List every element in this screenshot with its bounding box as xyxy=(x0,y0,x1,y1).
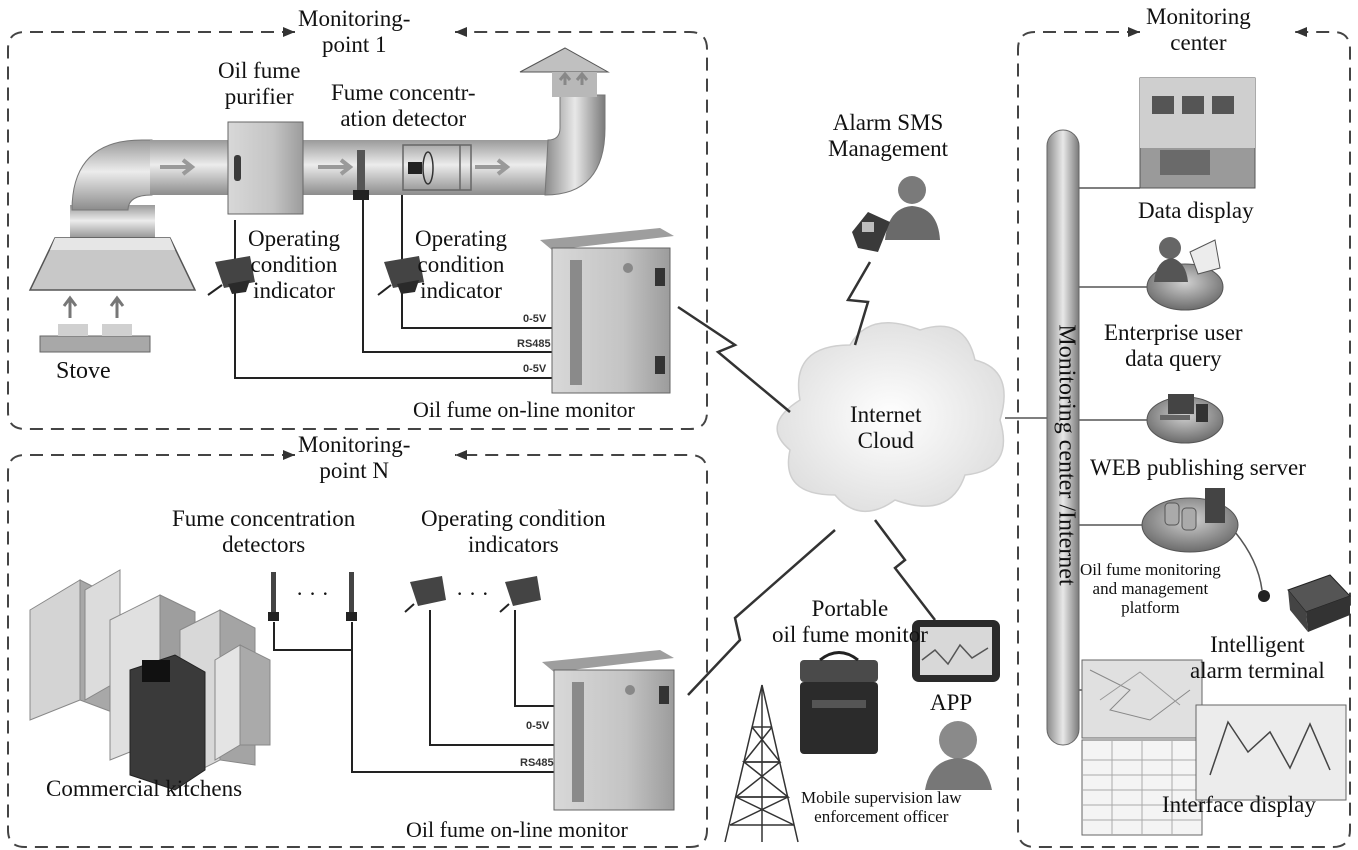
fume-concentration-detector xyxy=(353,144,472,200)
group-borders xyxy=(7,31,1351,848)
signal-label-2: RS485 xyxy=(517,338,551,350)
exhaust-hood xyxy=(28,205,197,291)
monitoring-center-title: Monitoring center xyxy=(1146,4,1251,55)
radio-tower xyxy=(724,684,799,843)
enterprise-query-label: Enterprise user data query xyxy=(1104,320,1243,371)
indicator-label-left: Operating condition indicator xyxy=(248,226,340,303)
fume-detectors-n xyxy=(268,572,357,621)
signal-label-n1: 0-5V xyxy=(526,720,550,732)
purifier-label: Oil fume purifier xyxy=(218,58,301,109)
border-monitoring-point-n xyxy=(7,454,708,848)
condition-indicator-1 xyxy=(207,256,255,296)
interface-display-label: Interface display xyxy=(1162,792,1316,817)
link-sms-cloud xyxy=(845,261,872,346)
internet-cloud-label: Internet Cloud xyxy=(850,402,922,453)
connector-lines-center xyxy=(1005,187,1263,691)
signal-label-3: 0-5V xyxy=(523,363,547,375)
indicators-label: Operating condition indicators xyxy=(421,506,606,557)
border-monitoring-point-1 xyxy=(7,31,708,430)
interface-display-screens xyxy=(1081,659,1347,836)
stove xyxy=(39,295,151,353)
condition-indicator-2 xyxy=(377,256,424,296)
ellipsis-indicators: · · · xyxy=(456,581,489,606)
web-server-icon xyxy=(1146,394,1224,444)
alarm-terminal-icon xyxy=(1258,574,1351,632)
app-label: APP xyxy=(930,690,973,715)
web-server-label: WEB publishing server xyxy=(1090,455,1306,480)
duct xyxy=(71,47,610,211)
alarm-sms-label: Alarm SMS Management xyxy=(828,110,949,161)
enterprise-query-icon xyxy=(1146,237,1224,311)
monitoring-point-1-title: Monitoring- point 1 xyxy=(298,6,411,57)
officer-icon xyxy=(925,721,992,790)
stove-label: Stove xyxy=(56,358,111,384)
wires-point-n xyxy=(273,610,567,773)
alarm-terminal-label: Intelligent alarm terminal xyxy=(1190,632,1325,683)
commercial-kitchens-buildings xyxy=(29,569,271,791)
online-monitor-n xyxy=(542,650,675,811)
link-portable-cloud xyxy=(687,529,836,696)
oil-fume-purifier xyxy=(227,121,304,215)
condition-indicators-n xyxy=(404,576,541,613)
online-monitor-label-1: Oil fume on-line monitor xyxy=(413,397,635,422)
wireless-links xyxy=(677,261,936,696)
online-monitor-label-n: Oil fume on-line monitor xyxy=(406,817,628,842)
alarm-sms-icon xyxy=(852,176,940,252)
link-monitor1-cloud xyxy=(677,305,791,413)
signal-label-n2: RS485 xyxy=(520,757,554,769)
data-display-room xyxy=(1139,77,1256,189)
kitchens-label: Commercial kitchens xyxy=(46,776,243,801)
monitoring-center-bus xyxy=(1046,129,1080,746)
monitoring-point-n-title: Monitoring- point N xyxy=(298,432,411,483)
portable-monitor-case xyxy=(800,651,878,754)
bus-label: Monitoring center /Internet xyxy=(1053,324,1080,586)
signal-label-1: 0-5V xyxy=(523,313,547,325)
officer-label: Mobile supervision law enforcement offic… xyxy=(801,788,962,827)
internet-cloud-shape xyxy=(776,322,1005,513)
border-arrows xyxy=(283,27,1307,460)
platform-label: Oil fume monitoring and management platf… xyxy=(1080,560,1221,618)
link-app-cloud xyxy=(874,519,936,621)
detector-label: Fume concentr- ation detector xyxy=(331,80,476,131)
detectors-label: Fume concentration detectors xyxy=(172,506,356,557)
platform-icon xyxy=(1141,488,1239,553)
online-monitor-1 xyxy=(540,228,674,394)
portable-monitor-label: Portable oil fume monitor xyxy=(772,596,928,647)
tablet-app xyxy=(912,620,1000,682)
indicator-label-right: Operating condition indicator xyxy=(415,226,507,303)
data-display-label: Data display xyxy=(1138,198,1254,223)
ellipsis-detectors: · · · xyxy=(296,581,329,606)
